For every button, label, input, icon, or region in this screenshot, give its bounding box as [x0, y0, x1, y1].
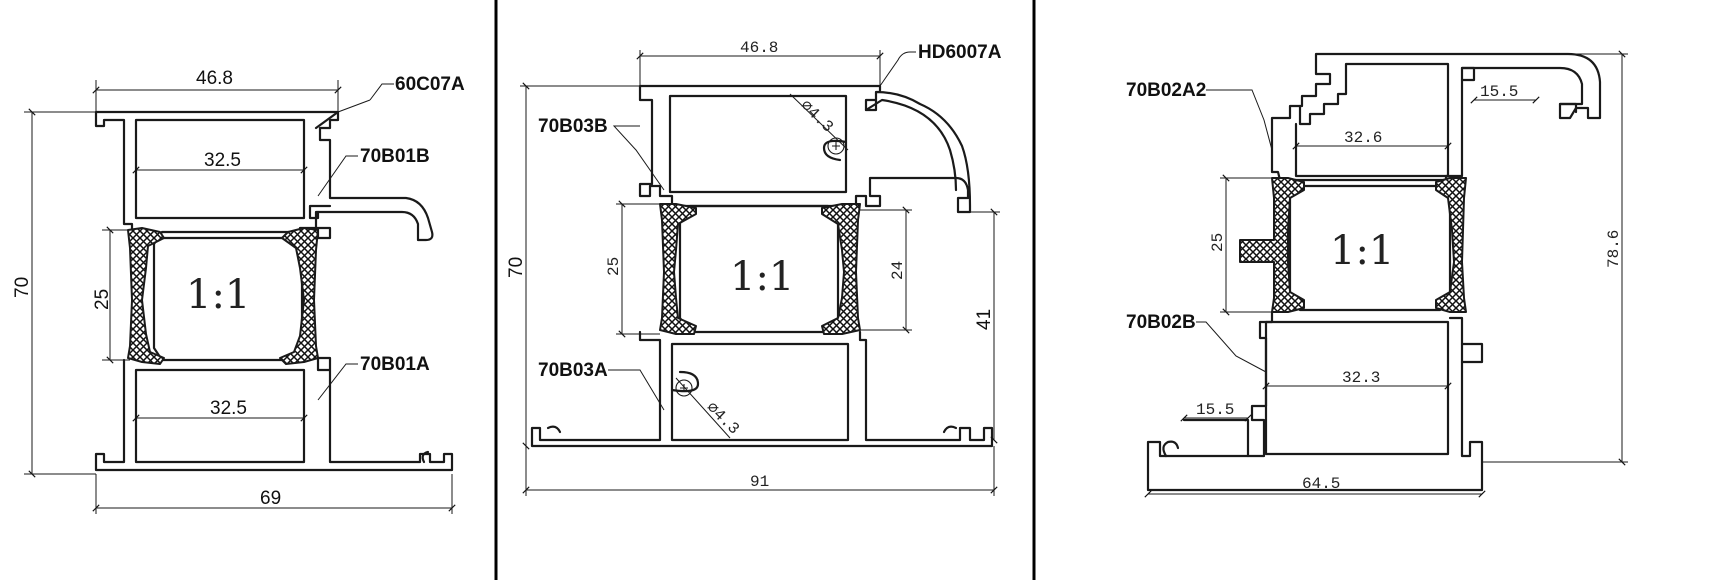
label-60C07A: 60C07A	[395, 74, 465, 95]
profile-1-gasket-left	[127, 227, 165, 365]
profile-2-lower-frame	[530, 330, 994, 448]
dim-right-height: 41	[974, 309, 995, 330]
profile-1-upper-frame	[94, 110, 434, 242]
dim-inner-lower: 32.5	[210, 398, 247, 419]
leader-70B01A	[317, 363, 358, 401]
profile-2-screw-lower-icon	[675, 379, 693, 397]
crosshair-icon	[680, 384, 688, 392]
dim-bottom-slot: 15.5	[1196, 401, 1234, 419]
panel-2: 1:1 46.8 ⌀4.3 ⌀4.3 25 24 70 41	[506, 39, 1002, 496]
profile-1-gasket-right	[279, 227, 319, 365]
profile-2-screw-hook-upper	[822, 139, 848, 162]
profile-3-lower-chamber	[1264, 320, 1450, 456]
leader-60C07A-tail	[337, 99, 371, 113]
profile-1-bottom-hook	[421, 450, 430, 464]
dim-gasket-left: 25	[605, 257, 623, 276]
profile-2-upper-chamber	[668, 94, 848, 194]
dim-inner-upper: 32.5	[204, 150, 241, 171]
label-70B03A: 70B03A	[538, 360, 608, 381]
leader-70B02B	[1196, 321, 1267, 373]
dim-overall-height: 70	[12, 277, 33, 298]
dim-inner-lower: 32.3	[1342, 369, 1380, 387]
dim-screw-upper: ⌀4.3	[797, 97, 837, 137]
dim-inner-upper: 32.6	[1344, 129, 1382, 147]
dim-top-slot: 15.5	[1480, 83, 1518, 101]
label-70B01B: 70B01B	[360, 146, 430, 167]
leader-70B03A	[608, 369, 665, 411]
profile-1-lower-frame	[94, 356, 454, 472]
profile-3-upper-chamber	[1294, 62, 1450, 178]
profile-2-gasket-left	[659, 203, 697, 335]
dim-bottom-width: 69	[260, 488, 281, 509]
profile-3-hook	[1558, 102, 1578, 114]
dim-bottom-width: 91	[750, 473, 769, 491]
dim-gasket-right: 24	[889, 261, 907, 280]
dim-overall-height: 70	[506, 257, 527, 278]
profile-2-ratio: 1:1	[730, 254, 794, 300]
profile-1-clip	[308, 204, 332, 220]
dim-bottom-width: 64.5	[1302, 475, 1340, 493]
profile-1-clip-line	[314, 110, 340, 130]
profile-2-lower-chamber	[670, 342, 850, 442]
dim-screw-lower: ⌀4.3	[703, 399, 743, 439]
crosshair-icon	[832, 142, 840, 150]
panel-1: 1:1 46.8 32.5 32.5 70 25 69 60C07A 70B01…	[12, 68, 465, 514]
profile-2-screw-hook-lower	[670, 370, 700, 393]
dim-line-screw-lower	[675, 377, 731, 439]
profile-3-bottom-slot	[1182, 418, 1250, 458]
panel-3: 1:1 15.5 32.6 25 78.6 32.3 15.5 64.5 70B…	[1126, 50, 1628, 498]
profile-3-gasket-left	[1239, 177, 1305, 313]
profile-2-gasket-right	[821, 203, 861, 335]
dim-line-screw-upper	[789, 93, 849, 151]
leader-HD6007A	[879, 51, 916, 87]
profile-2-bottom-hook-left	[546, 425, 562, 434]
leader-70B02A2	[1206, 89, 1273, 151]
label-70B03B: 70B03B	[538, 116, 608, 137]
label-70B01A: 70B01A	[360, 354, 430, 375]
profile-3-lower-frame	[1146, 310, 1484, 492]
profile-3-ratio: 1:1	[1330, 228, 1394, 274]
leader-70B03B	[612, 125, 665, 191]
leader-70B01B	[317, 155, 358, 197]
dim-overall-height: 78.6	[1605, 230, 1623, 268]
profile-3-side-clip	[1460, 342, 1484, 364]
profile-3-bottom-hook	[1162, 440, 1180, 458]
dim-top-width: 46.8	[740, 39, 778, 57]
profile-3-upper-frame	[1270, 52, 1602, 182]
leader-60C07A	[369, 83, 394, 101]
profile-2-bottom-hook-right	[942, 425, 958, 434]
profile-3-gasket-right	[1435, 177, 1467, 313]
dim-gasket-span: 25	[1209, 233, 1227, 252]
profile-2-hd-profile	[864, 98, 958, 192]
profile-3-top-slot	[1460, 66, 1476, 82]
label-70B02A2: 70B02A2	[1126, 80, 1206, 101]
label-HD6007A: HD6007A	[918, 42, 1002, 63]
profile-1-ratio: 1:1	[186, 272, 250, 318]
dim-top-width: 46.8	[196, 68, 233, 89]
dim-gasket-span: 25	[92, 289, 113, 310]
label-70B02B: 70B02B	[1126, 312, 1196, 333]
